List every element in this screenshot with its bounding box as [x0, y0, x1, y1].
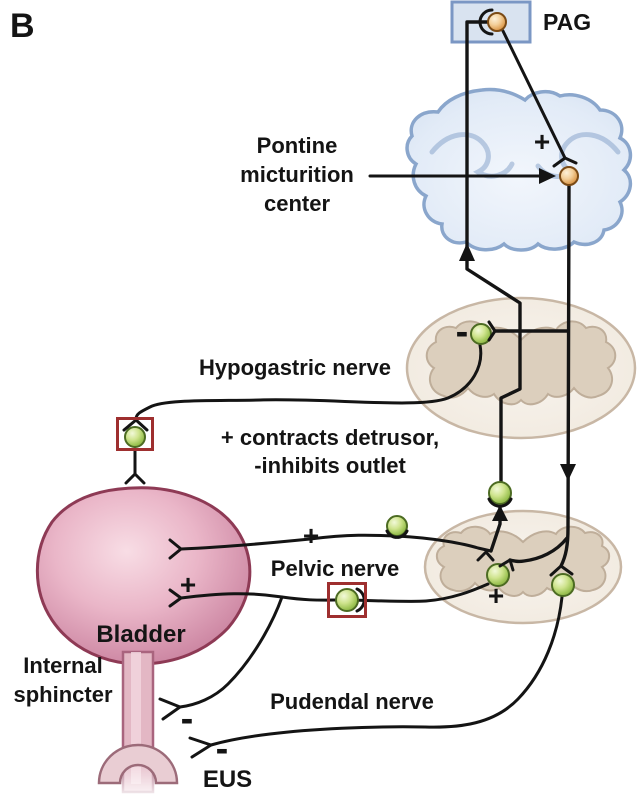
internal-sphincter-label-line2: sphincter [13, 682, 113, 707]
pmc-neuron [559, 166, 579, 186]
pelvic-afferent-line [179, 533, 493, 553]
pelvic-ganglion-highlight-box [327, 582, 367, 618]
bladder-label: Bladder [96, 621, 186, 648]
sacral-cord-shape [423, 509, 623, 625]
pag-neuron [487, 12, 507, 32]
pmc-label-line1: Pontine [256, 133, 338, 158]
sympathetic-minus-sign: - [455, 311, 469, 353]
pmc-label-line3: center [263, 191, 331, 216]
thoracolumbar-cord-shape [405, 296, 637, 440]
bladder-dome-ending [124, 472, 146, 485]
pelvic-efferent-plus-sign: + [179, 569, 197, 600]
ascending-arrowhead-brainstem [459, 243, 475, 261]
sacral-parasympathetic-plus-sign: + [487, 580, 505, 611]
hypogastric-nerve-label: Hypogastric nerve [199, 355, 391, 380]
ascending-projection-neuron [488, 481, 512, 505]
pmc-label-line2: micturition [240, 162, 354, 187]
ascending-pathway-line [465, 20, 522, 483]
internal-sphincter-label: Internal sphincter [0, 651, 126, 709]
ascending-junction-segment [489, 505, 502, 553]
sacral-gray-matter [435, 525, 611, 597]
pons-inner-detail-left [429, 132, 515, 179]
eus-label: EUS [202, 766, 253, 793]
internal-sphincter-minus-sign: - [180, 698, 194, 740]
urethra-highlight [131, 652, 141, 784]
pag-label: PAG [543, 9, 592, 35]
pmc-label-arrowhead [539, 168, 556, 184]
pmc-plus-sign: + [533, 126, 551, 157]
bladder-afferent-ending [168, 538, 183, 560]
eus-ending [188, 736, 213, 759]
pmc-label: Pontine micturition center [222, 131, 372, 218]
urethra-fadeout [116, 758, 160, 808]
urethra-shape [121, 650, 155, 794]
pudendal-nerve-label: Pudendal nerve [270, 689, 434, 714]
dorsal-root-ganglion-neuron [386, 515, 408, 537]
hypogastric-ganglion-highlight-box [116, 417, 154, 451]
effect-annotation: + contracts detrusor, -inhibits outlet [207, 424, 453, 480]
pelvic-afferent-plus-sign: + [302, 520, 320, 551]
pudendal-nerve-line [209, 595, 564, 747]
internal-sphincter-label-line1: Internal [23, 653, 103, 678]
sacral-left-afferent-prongs [476, 550, 495, 562]
descending-arrowhead [560, 464, 576, 481]
descending-branch-to-sacral-left [508, 536, 569, 564]
pons-shape [405, 87, 633, 252]
pelvic-nerve-label: Pelvic nerve [270, 556, 400, 581]
descending-pathway-line [559, 184, 571, 568]
effect-annotation-line2: -inhibits outlet [254, 453, 406, 478]
ascending-arrowhead-sacral [492, 505, 508, 521]
effect-annotation-line1: + contracts detrusor, [220, 425, 440, 450]
eus-shape [97, 743, 179, 785]
pmc-synapse-prongs [552, 156, 578, 168]
eus-minus-sign: - [215, 728, 229, 770]
onuf-nucleus-motoneuron [551, 573, 575, 597]
panel-label: B [10, 7, 35, 45]
